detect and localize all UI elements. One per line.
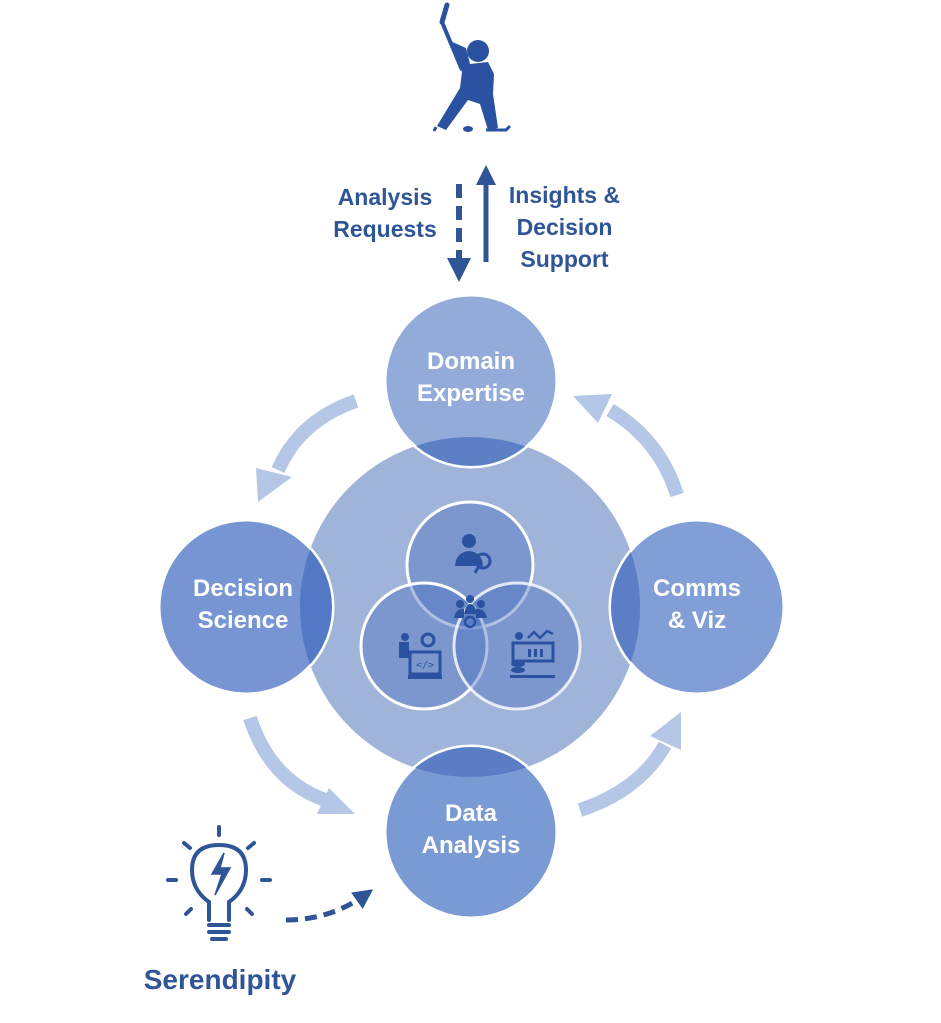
serendipity-label: Serendipity <box>143 964 297 995</box>
node-data-line1: Data <box>444 800 498 827</box>
cycle-arrow-top-left-head <box>256 468 292 502</box>
cycle-arrow-bottom-left <box>243 715 328 807</box>
node-decision-line1: Decision <box>192 575 294 602</box>
node-decision-line2: Science <box>197 607 289 634</box>
node-domain-line1: Domain <box>426 348 515 375</box>
node-decision-circle[interactable] <box>157 518 335 696</box>
venn-circle-right <box>452 581 582 711</box>
node-comms-line2: & Viz <box>667 607 727 634</box>
response-label-line2: Decision <box>516 214 613 240</box>
request-label-line1: Analysis <box>337 184 433 210</box>
node-domain-circle[interactable] <box>383 293 559 469</box>
response-label: Insights & Decision Support <box>497 179 632 275</box>
cycle-arrow-bottom-right <box>577 741 672 817</box>
hockey-player-icon <box>432 2 512 132</box>
node-data-circle[interactable] <box>383 744 559 920</box>
node-domain-label: Domain Expertise <box>391 346 551 410</box>
node-data-line2: Analysis <box>421 832 521 859</box>
lightbulb-icon <box>166 825 272 941</box>
cycle-arrow-top-right <box>606 403 684 498</box>
cycle-arrow-top-left <box>271 394 359 473</box>
cycle-arrow-bottom-right-head <box>650 712 681 750</box>
svg-text:</>: </> <box>416 660 434 671</box>
node-decision-label: Decision Science <box>163 573 323 637</box>
serendipity-arrow <box>285 889 374 923</box>
request-label-line2: Requests <box>333 216 437 242</box>
node-comms-label: Comms & Viz <box>617 573 777 637</box>
node-comms-circle[interactable] <box>608 518 786 696</box>
cycle-arrow-top-right-head <box>573 394 612 423</box>
data-dashboard-icon <box>510 629 555 678</box>
node-domain-line2: Expertise <box>416 380 526 407</box>
cycle-arrow-bottom-left-head <box>317 788 355 814</box>
node-data-label: Data Analysis <box>391 798 551 862</box>
response-label-line3: Support <box>520 246 609 272</box>
cycle-arrows <box>243 394 684 817</box>
node-comms-line1: Comms <box>652 575 742 602</box>
team-collaboration-icon <box>454 595 487 629</box>
request-label: Analysis Requests <box>320 181 450 245</box>
analyst-search-icon <box>455 534 492 574</box>
developer-code-icon: </> <box>399 632 442 679</box>
response-label-line1: Insights & <box>508 182 621 208</box>
